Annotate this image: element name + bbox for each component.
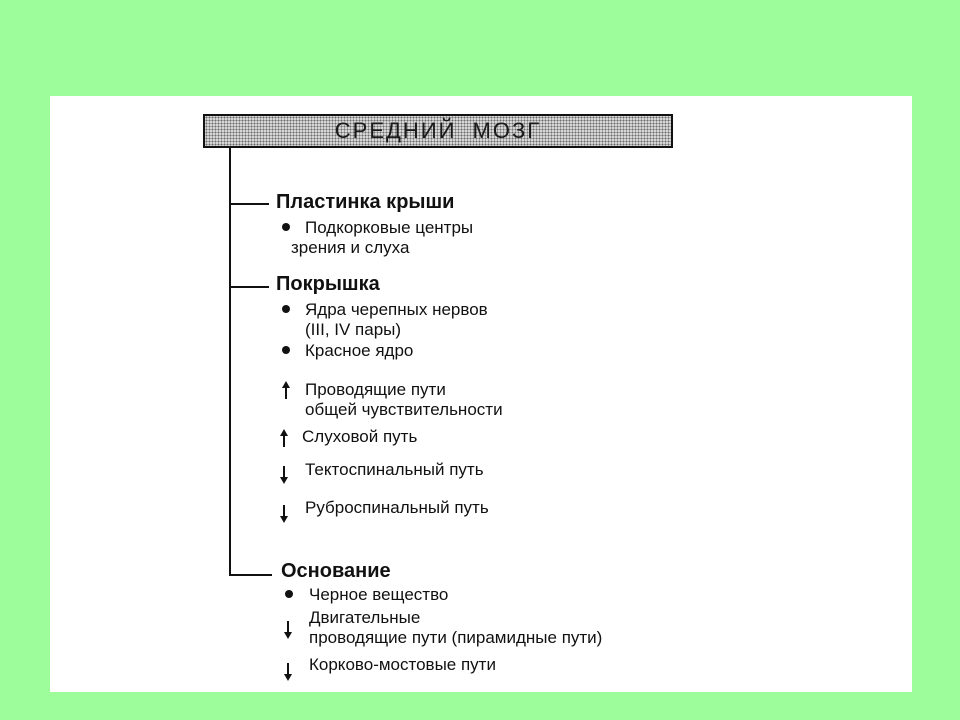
item-line: зрения и слуха (291, 238, 410, 257)
branch-line-roof (229, 203, 269, 205)
section-heading-tegmentum: Покрышка (276, 273, 380, 295)
tree-trunk-line (229, 148, 231, 576)
bullet-icon (279, 338, 293, 362)
item-line: Проводящие пути (305, 380, 446, 399)
item-line: Руброспинальный путь (305, 498, 489, 517)
branch-line-tegmentum (229, 286, 269, 288)
arrow-down-icon (277, 463, 291, 487)
item-line: Корково-мостовые пути (309, 655, 496, 674)
bullet-icon (279, 297, 293, 321)
arrow-up-icon (277, 426, 291, 450)
item-line: Красное ядро (305, 341, 414, 360)
arrow-down-icon (277, 502, 291, 526)
item-line: Тектоспинальный путь (305, 460, 484, 479)
item-line: Черное вещество (309, 585, 449, 604)
arrow-up-icon (279, 378, 293, 402)
item-line: Двигательные (309, 608, 421, 627)
section-heading-roof-plate: Пластинка крыши (276, 191, 455, 213)
slide-panel (50, 96, 912, 692)
branch-line-base (229, 574, 272, 576)
arrow-down-icon (281, 660, 295, 684)
item-line: проводящие пути (пирамидные пути) (309, 628, 603, 647)
section-heading-base: Основание (281, 560, 391, 582)
title-box: СРЕДНИЙ МОЗГ (203, 114, 673, 148)
item-line: Слуховой путь (302, 427, 418, 446)
item-line: (III, IV пары) (305, 320, 402, 339)
bullet-icon (279, 215, 293, 239)
item-line: Подкорковые центры (305, 218, 474, 237)
item-line: Ядра черепных нервов (305, 300, 488, 319)
bullet-icon (282, 582, 296, 606)
item-line: общей чувствительности (305, 400, 503, 419)
arrow-down-icon (281, 618, 295, 642)
diagram-title: СРЕДНИЙ МОЗГ (334, 118, 542, 143)
